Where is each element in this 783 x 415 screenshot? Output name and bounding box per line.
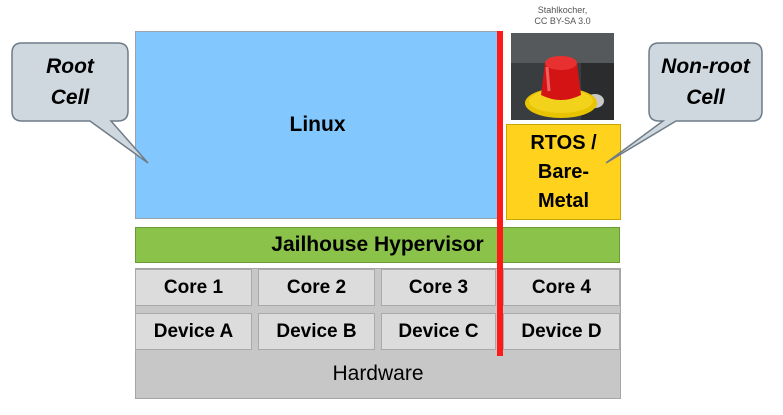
device-d-box: Device D [503, 313, 620, 350]
core-4-box: Core 4 [503, 269, 620, 306]
device-d-label: Device D [521, 320, 602, 342]
core-3-label: Core 3 [408, 276, 469, 298]
core-3-box: Core 3 [381, 269, 496, 306]
photo-credit-license: CC BY-SA 3.0 [534, 16, 591, 26]
core-2-label: Core 2 [286, 276, 347, 298]
root-cell-line2: Cell [50, 86, 90, 109]
device-c-box: Device C [381, 313, 496, 350]
core-2-box: Core 2 [258, 269, 375, 306]
linux-label: Linux [289, 113, 346, 136]
jailhouse-hypervisor-layer: Jailhouse Hypervisor [135, 227, 620, 263]
device-b-label: Device B [276, 320, 357, 342]
non-root-cell-label: Non-root Cell [649, 51, 762, 113]
rtos-non-root-cell: RTOS / Bare- Metal [506, 124, 621, 220]
device-a-box: Device A [135, 313, 252, 350]
linux-root-cell: Linux [135, 31, 500, 219]
non-root-cell-line2: Cell [686, 86, 725, 109]
hardware-label: Hardware [332, 362, 424, 385]
device-a-label: Device A [153, 320, 234, 342]
photo-credit: Stahlkocher, CC BY-SA 3.0 [510, 5, 615, 27]
photo-credit-author: Stahlkocher, [537, 5, 588, 15]
non-root-cell-callout [605, 42, 763, 164]
root-cell-line1: Root [46, 55, 94, 78]
core-1-label: Core 1 [163, 276, 224, 298]
rtos-label: RTOS / Bare- Metal [530, 131, 597, 212]
core-1-box: Core 1 [135, 269, 252, 306]
non-root-cell-line1: Non-root [661, 55, 750, 78]
hypervisor-label: Jailhouse Hypervisor [271, 233, 484, 256]
core-4-label: Core 4 [531, 276, 592, 298]
root-cell-label: Root Cell [12, 51, 128, 113]
partition-divider-line [497, 31, 503, 356]
emergency-stop-button-icon [511, 33, 614, 120]
root-cell-callout [11, 42, 149, 164]
device-b-box: Device B [258, 313, 375, 350]
device-c-label: Device C [398, 320, 479, 342]
